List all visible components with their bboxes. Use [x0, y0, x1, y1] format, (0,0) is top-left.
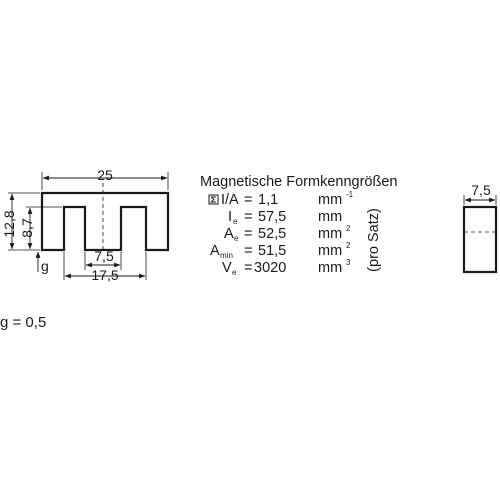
param-unit-exp: 3 — [346, 258, 351, 267]
param-symbol: A — [210, 243, 220, 259]
dim-depth-label: 7,5 — [471, 182, 491, 198]
param-symbol-sub: min — [220, 251, 233, 260]
param-symbol: I — [228, 209, 232, 225]
per-set-note: (pro Satz) — [366, 208, 382, 272]
parameter-table: Magnetische Formkenngrößen I/A = 1,1 mm … — [200, 174, 397, 277]
param-unit: mm — [318, 260, 342, 276]
param-unit-exp: 2 — [346, 241, 351, 250]
param-value: 52,5 — [258, 226, 286, 242]
param-symbol-sub: e — [234, 234, 239, 243]
dim-height-label: 12,8 — [1, 210, 17, 237]
param-eq: = — [244, 226, 252, 242]
param-symbol-sub: e — [232, 268, 237, 277]
sigma-box-icon — [208, 194, 219, 205]
param-symbol-sub: e — [233, 217, 238, 226]
param-eq: = — [244, 243, 252, 259]
param-unit: mm — [318, 192, 342, 208]
dim-gap-label: g — [41, 258, 49, 274]
param-symbol: V — [222, 260, 232, 276]
param-eq: = — [244, 209, 252, 225]
param-label-ia: I/A — [221, 192, 239, 208]
dim-window-span-label: 17,5 — [91, 267, 118, 283]
parameter-title: Magnetische Formkenngrößen — [200, 174, 397, 190]
param-value: 1,1 — [258, 192, 278, 208]
param-symbol: A — [224, 226, 234, 242]
sigma-glyph-icon — [209, 196, 216, 203]
param-unit: mm — [318, 209, 342, 225]
param-unit: mm — [318, 243, 342, 259]
param-value: 3020 — [254, 260, 286, 276]
param-eq: = — [244, 260, 252, 276]
gap-value-note: g = 0,5 — [0, 314, 47, 331]
e-core-outline — [40, 191, 170, 252]
param-value: 51,5 — [258, 243, 286, 259]
param-value: 57,5 — [258, 209, 286, 225]
param-eq: = — [244, 192, 252, 208]
dim-center-leg-label: 7,5 — [94, 248, 114, 264]
param-unit-exp: -1 — [346, 190, 354, 199]
param-unit: mm — [318, 226, 342, 242]
side-view: 7,5 — [462, 182, 498, 274]
dim-leg-height-label: 8,7 — [19, 218, 35, 238]
dim-width-label: 25 — [97, 167, 113, 183]
side-view-outline — [462, 205, 498, 274]
front-view: 25 12,8 8,7 g 7,5 17,5 — [1, 167, 170, 283]
param-unit-exp: 2 — [346, 224, 351, 233]
